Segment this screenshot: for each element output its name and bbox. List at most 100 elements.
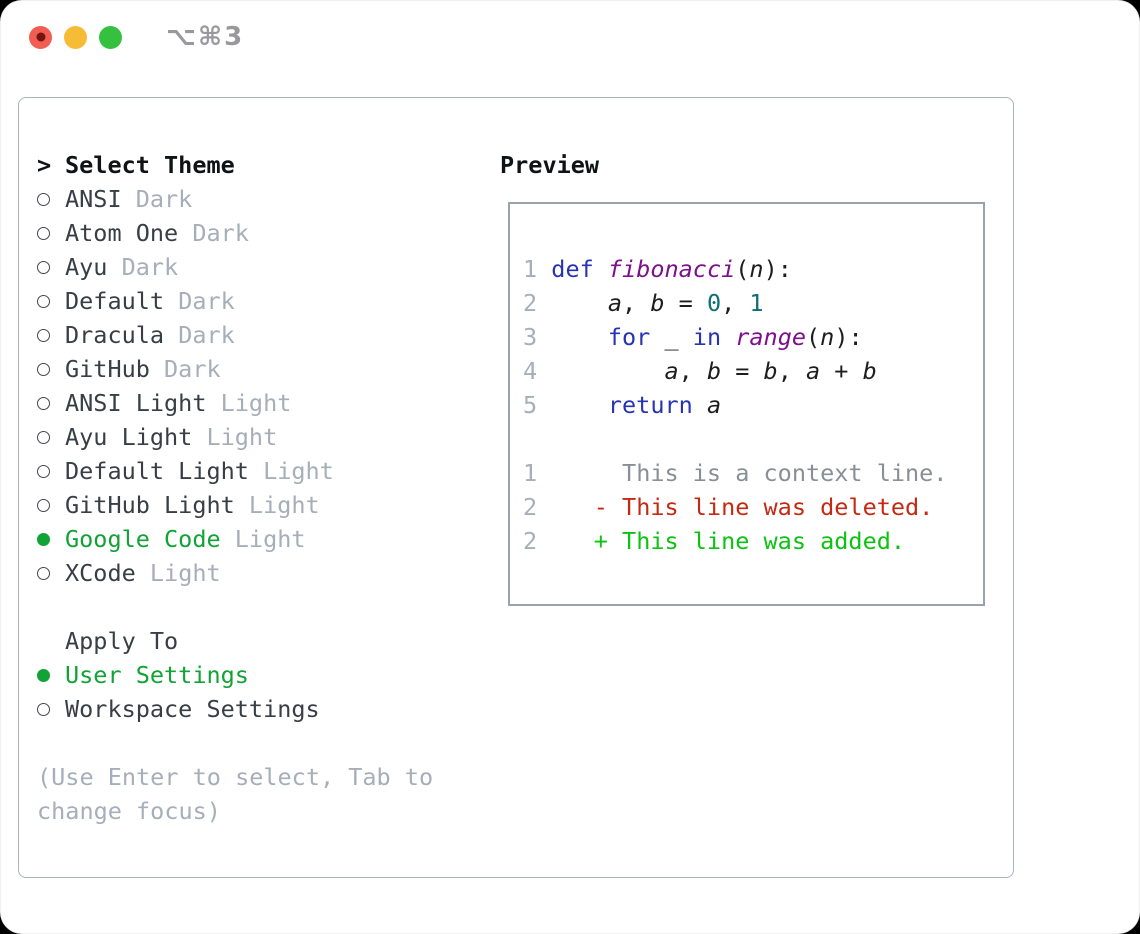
theme-variant: Light: [206, 389, 292, 417]
theme-option[interactable]: Default Dark: [37, 284, 433, 318]
theme-option[interactable]: XCode Light: [37, 556, 433, 590]
theme-variant: Light: [192, 423, 278, 451]
radio-marker: [37, 260, 65, 274]
radio-icon: [37, 566, 50, 580]
apply-option-label: Workspace Settings: [65, 695, 320, 723]
radio-selected-icon: [37, 532, 50, 546]
radio-icon: [37, 192, 50, 206]
preview-title: Preview: [500, 151, 600, 179]
line-number: 3: [523, 323, 552, 351]
code-line: 5 return a: [523, 391, 722, 419]
theme-variant: Light: [220, 525, 306, 553]
theme-name: Default: [65, 287, 165, 315]
radio-marker: [37, 192, 65, 206]
apply-option[interactable]: User Settings: [37, 658, 433, 692]
spacer: [37, 726, 433, 760]
selection-cursor-icon: >: [37, 151, 52, 179]
line-number: 2: [523, 289, 552, 317]
theme-name: GitHub: [65, 355, 150, 383]
radio-marker: [37, 396, 65, 410]
close-button[interactable]: [29, 25, 52, 49]
radio-icon: [37, 294, 50, 308]
zoom-button[interactable]: [99, 25, 122, 49]
radio-icon: [37, 430, 50, 444]
line-number: 2: [523, 527, 538, 555]
radio-marker: [37, 498, 65, 512]
theme-option[interactable]: GitHub Light Light: [37, 488, 433, 522]
theme-name: ANSI: [65, 185, 122, 213]
help-text: (Use Enter to select, Tab to: [37, 763, 434, 791]
radio-marker: [37, 532, 65, 546]
radio-marker: [37, 702, 65, 716]
line-number: 1: [523, 255, 552, 283]
theme-option[interactable]: Ayu Dark: [37, 250, 433, 284]
radio-marker: [37, 566, 65, 580]
radio-marker: [37, 226, 65, 240]
radio-icon: [37, 328, 50, 342]
theme-option[interactable]: Ayu Light Light: [37, 420, 433, 454]
theme-name: Atom One: [65, 219, 179, 247]
theme-variant: Dark: [164, 287, 235, 315]
theme-option[interactable]: GitHub Dark: [37, 352, 433, 386]
radio-marker: [37, 464, 65, 478]
help-text: change focus): [37, 797, 221, 825]
code-line: 4 a, b = b, a + b: [523, 357, 877, 385]
radio-selected-icon: [37, 668, 50, 682]
theme-variant: Dark: [121, 185, 193, 213]
theme-option[interactable]: Dracula Dark: [37, 318, 433, 352]
radio-icon: [37, 226, 50, 240]
diff-line-context: 1 This is a context line.: [523, 459, 948, 487]
theme-name: Ayu: [65, 253, 108, 281]
apply-option[interactable]: Workspace Settings: [37, 692, 433, 726]
select-theme-header: > Select Theme: [37, 148, 433, 182]
apply-to-header: Apply To: [37, 624, 433, 658]
line-number: 4: [523, 357, 552, 385]
theme-name: Ayu Light: [65, 423, 193, 451]
radio-marker: [37, 362, 65, 376]
minimize-button[interactable]: [64, 25, 87, 49]
line-number: 2: [523, 493, 538, 521]
close-dot-icon: [36, 32, 45, 42]
radio-icon: [37, 260, 50, 274]
code-line: 3 for _ in range(n):: [523, 323, 863, 351]
theme-variant: Dark: [178, 219, 249, 247]
theme-option[interactable]: Atom One Dark: [37, 216, 433, 250]
titlebar: [29, 25, 134, 49]
radio-icon: [37, 702, 50, 716]
apply-to-title: Apply To: [65, 627, 179, 655]
theme-name: Google Code: [65, 525, 221, 553]
code-line: 2 a, b = 0, 1: [523, 289, 764, 317]
radio-icon: [37, 498, 50, 512]
diff-line-added: 2 + This line was added.: [523, 527, 906, 555]
theme-variant: Light: [135, 559, 221, 587]
theme-name: XCode: [65, 559, 136, 587]
diff-line-deleted: 2 - This line was deleted.: [523, 493, 934, 521]
theme-variant: Dark: [149, 355, 221, 383]
theme-name: Default Light: [65, 457, 249, 485]
radio-marker: [37, 328, 65, 342]
code-preview: 1 def fibonacci(n): 2 a, b = 0, 1 3 for _ …: [523, 252, 947, 558]
theme-variant: Dark: [164, 321, 235, 349]
radio-marker: [37, 294, 65, 308]
theme-variant: Dark: [107, 253, 179, 281]
select-theme-title: Select Theme: [65, 151, 235, 179]
spacer: [37, 590, 433, 624]
theme-variant: Light: [248, 457, 334, 485]
theme-option[interactable]: ANSI Dark: [37, 182, 433, 216]
theme-option[interactable]: Google Code Light: [37, 522, 433, 556]
line-number: 5: [523, 391, 552, 419]
theme-name: Dracula: [65, 321, 165, 349]
cursor-marker: >: [37, 148, 65, 182]
preview-pane: 1 def fibonacci(n): 2 a, b = 0, 1 3 for _ …: [508, 202, 985, 606]
line-number: 1: [523, 459, 538, 487]
theme-option[interactable]: Default Light Light: [37, 454, 433, 488]
theme-variant: Light: [234, 491, 320, 519]
code-line: 1 def fibonacci(n):: [523, 255, 792, 283]
theme-option[interactable]: ANSI Light Light: [37, 386, 433, 420]
blank-line: [523, 422, 947, 456]
radio-icon: [37, 396, 50, 410]
theme-name: GitHub Light: [65, 491, 235, 519]
window-shortcut-label: ⌥⌘3: [166, 22, 245, 52]
